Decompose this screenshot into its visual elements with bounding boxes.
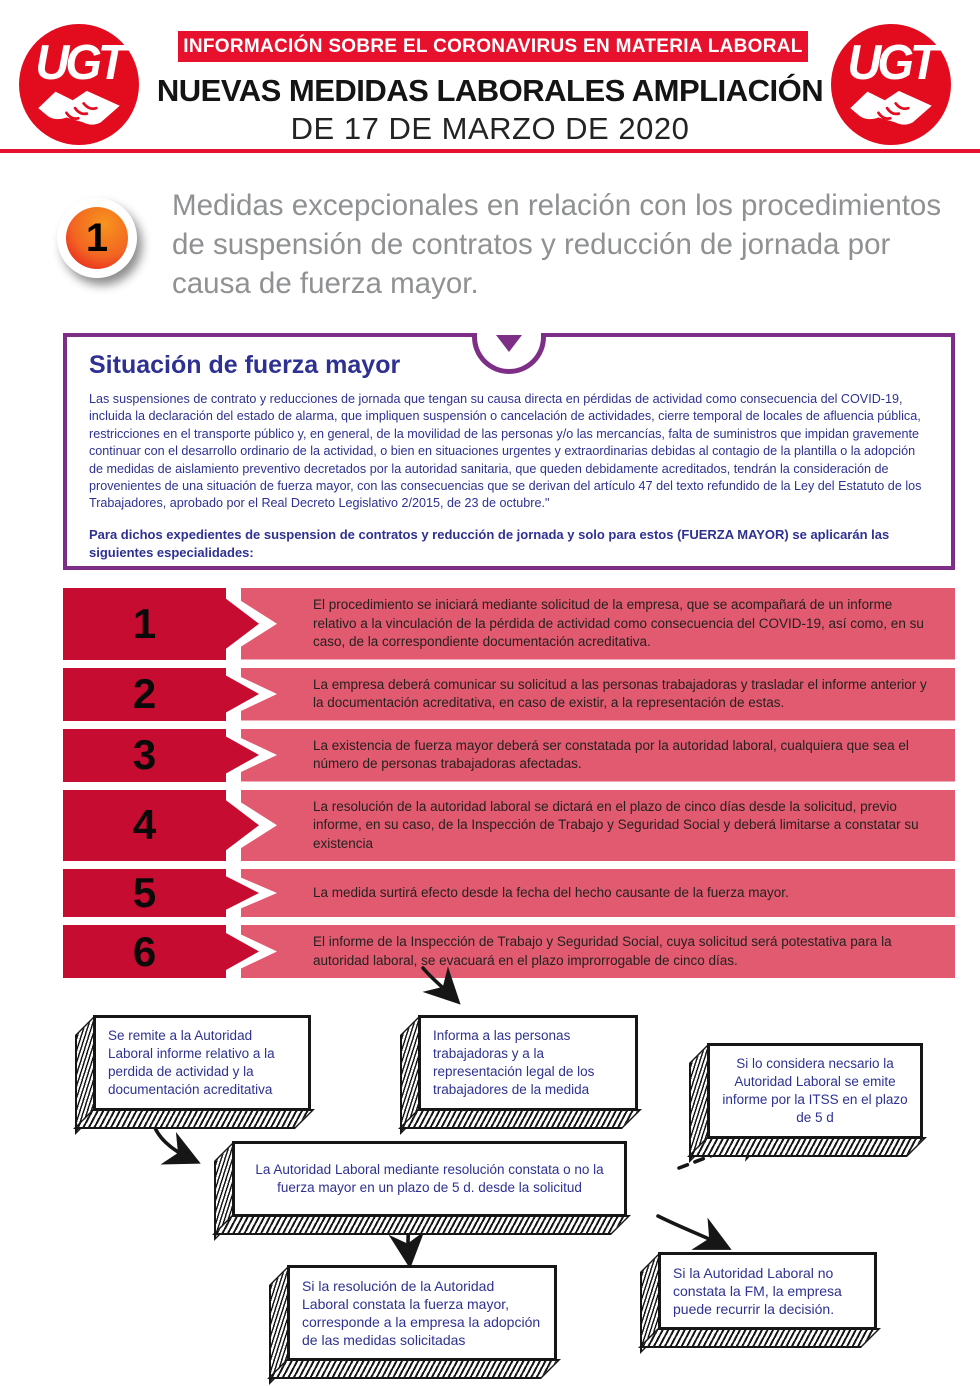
- box-emphasis: Para dichos expedientes de suspension de…: [89, 526, 890, 560]
- step-text: La existencia de fuerza mayor deberá ser…: [313, 737, 909, 772]
- step-text: El informe de la Inspección de Trabajo y…: [313, 934, 892, 968]
- step-text-panel: La existencia de fuerza mayor deberá ser…: [241, 728, 955, 782]
- section-heading: Medidas excepcionales en relación con lo…: [172, 189, 942, 300]
- step-text: La resolución de la autoridad laboral se…: [313, 798, 919, 851]
- ugt-logo: UGT: [831, 24, 951, 145]
- main-title: NUEVAS MEDIDAS LABORALES AMPLIACIÓN: [156, 73, 824, 108]
- step-text: La medida surtirá efecto desde la fecha …: [313, 884, 789, 900]
- arrow-resolucion-to-no-constata: [656, 1214, 732, 1250]
- force-majeure-box: Situación de fuerza mayor Las suspension…: [63, 333, 955, 570]
- subtitle: DE 17 DE MARZO DE 2020: [290, 111, 690, 146]
- step-text-panel: El procedimiento se iniciará mediante so…: [241, 588, 955, 660]
- step-number-block: 1: [63, 588, 226, 660]
- flowchart-box-itss: Si lo considera necsario la Autoridad La…: [707, 1043, 923, 1139]
- header-divider: [0, 149, 980, 153]
- arrow-to-informa: [421, 966, 461, 1005]
- flowchart-box-no-constata: Si la Autoridad Laboral no constata la F…: [658, 1252, 877, 1330]
- flowchart-box-informa: Informa a las personas trabajadoras y a …: [418, 1015, 638, 1111]
- box-title: Situación de fuerza mayor: [89, 351, 401, 379]
- step-text-panel: La empresa deberá comunicar su solicitud…: [241, 667, 955, 721]
- section-number-badge: 1: [57, 198, 137, 278]
- step-row: 4 La resolución de la autoridad laboral …: [63, 789, 955, 861]
- step-number-block: 3: [63, 728, 226, 782]
- section-number: 1: [66, 207, 128, 269]
- step-number-block: 5: [63, 869, 226, 917]
- step-row: 5 La medida surtirá efecto desde la fech…: [63, 869, 955, 917]
- info-banner: INFORMACIÓN SOBRE EL CORONAVIRUS EN MATE…: [178, 31, 808, 62]
- step-row: 3 La existencia de fuerza mayor deberá s…: [63, 728, 955, 782]
- ugt-logo-text: UGT: [847, 33, 938, 90]
- flowchart-box-resolucion: La Autoridad Laboral mediante resolución…: [232, 1141, 627, 1217]
- step-row: 1 El procedimiento se iniciará mediante …: [63, 588, 955, 660]
- down-triangle-icon: [496, 335, 522, 352]
- box-body: Las suspensiones de contrato y reduccion…: [89, 392, 922, 511]
- flowchart-box-remite: Se remite a la Autoridad Laboral informe…: [93, 1015, 311, 1111]
- step-row: 6 El informe de la Inspección de Trabajo…: [63, 925, 955, 978]
- handshake-icon: [38, 90, 120, 125]
- step-text-panel: El informe de la Inspección de Trabajo y…: [241, 925, 955, 978]
- flowchart-box-constata: Si la resolución de la Autoridad Laboral…: [287, 1265, 557, 1361]
- flowchart: Se remite a la Autoridad Laboral informe…: [0, 960, 980, 1386]
- step-text-panel: La resolución de la autoridad laboral se…: [241, 789, 955, 861]
- ugt-logo: UGT: [19, 24, 139, 145]
- step-text-panel: La medida surtirá efecto desde la fecha …: [241, 869, 955, 917]
- step-number-block: 4: [63, 789, 226, 861]
- step-number-block: 6: [63, 925, 226, 978]
- steps-list: 1 El procedimiento se iniciará mediante …: [63, 588, 955, 978]
- step-text: El procedimiento se iniciará mediante so…: [313, 597, 924, 649]
- step-row: 2 La empresa deberá comunicar su solicit…: [63, 667, 955, 721]
- step-text: La empresa deberá comunicar su solicitud…: [313, 676, 927, 711]
- handshake-icon: [850, 90, 932, 125]
- step-number-block: 2: [63, 667, 226, 721]
- ugt-logo-text: UGT: [35, 33, 126, 90]
